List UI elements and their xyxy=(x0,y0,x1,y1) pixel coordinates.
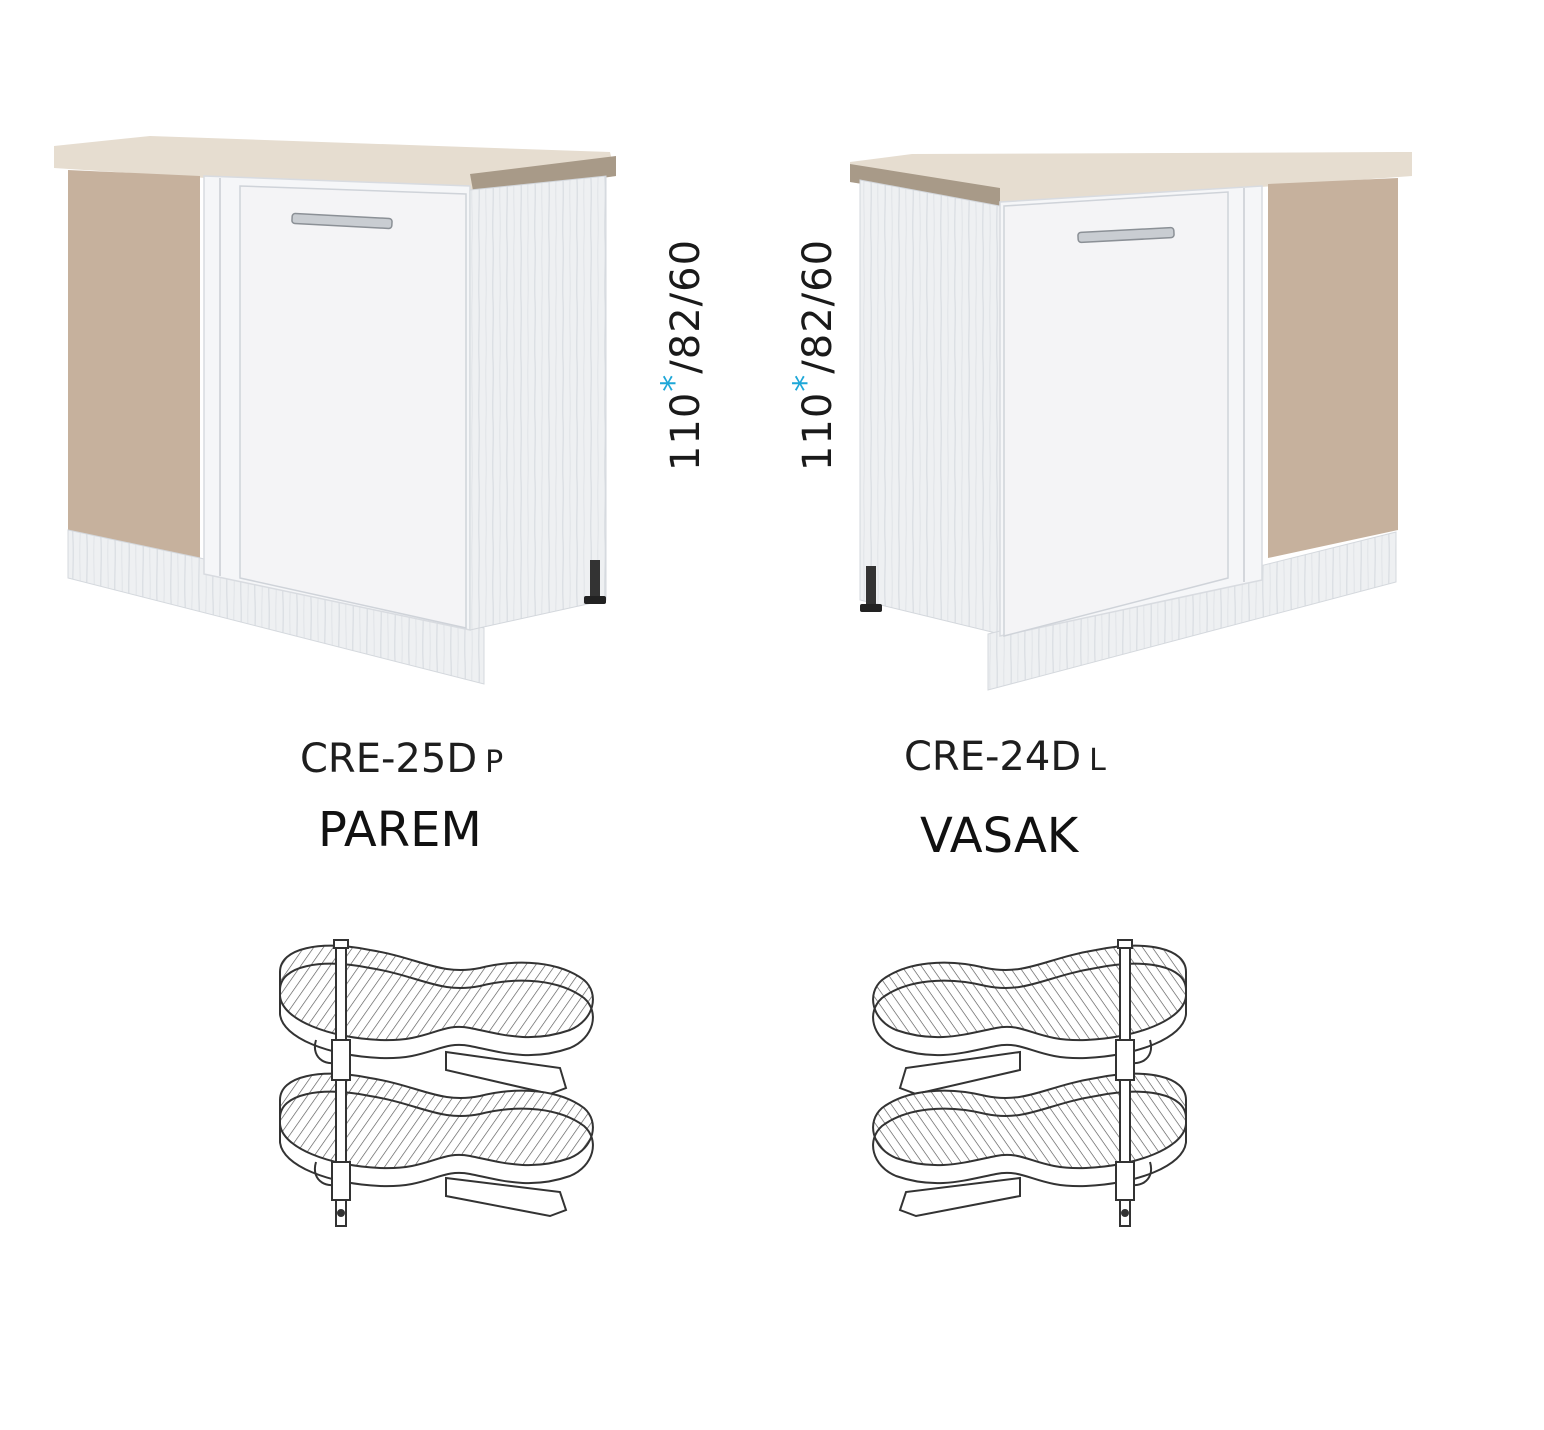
dimension-main: 110 xyxy=(795,391,841,472)
basket-left-pole xyxy=(331,939,351,1227)
countertop-right-edge xyxy=(850,164,1000,206)
door-right xyxy=(1003,191,1229,637)
product-code: CRE-25D xyxy=(300,736,478,782)
side-panel-left xyxy=(68,170,200,560)
dimension-rest: /82/60 xyxy=(795,238,841,374)
dimension-label-left: 110*/82/60 xyxy=(649,205,709,505)
handle-left xyxy=(291,212,393,230)
basket-right-tier-bottom xyxy=(872,1072,1187,1218)
leg-right xyxy=(866,566,876,610)
dimension-label-right: 110*/82/60 xyxy=(781,205,841,505)
dimension-main: 110 xyxy=(663,391,709,472)
carcass-side-left xyxy=(469,175,607,631)
carcass-side-right xyxy=(859,179,1001,635)
product-side-name-right: VASAK xyxy=(920,808,1079,864)
handle-right xyxy=(1077,226,1175,244)
dimension-star: * xyxy=(654,373,694,392)
cabinet-left-illustration xyxy=(54,136,616,685)
leg-left xyxy=(590,560,600,604)
cabinet-right-illustration xyxy=(850,152,1412,691)
door-left xyxy=(239,185,467,629)
basket-right-pole xyxy=(1115,939,1135,1227)
product-code: CRE-24D xyxy=(904,734,1082,780)
basket-left-tier-bottom xyxy=(279,1072,594,1218)
plinth-left xyxy=(67,529,485,685)
product-side-name-left: PAREM xyxy=(318,802,482,858)
dimension-rest: /82/60 xyxy=(663,238,709,374)
basket-left-illustration xyxy=(279,939,594,1227)
side-panel-right xyxy=(1268,178,1398,558)
basket-right-tier-top xyxy=(872,944,1187,1096)
basket-left-tier-top xyxy=(279,944,594,1096)
dimension-star: * xyxy=(786,373,826,392)
basket-right-illustration xyxy=(872,939,1187,1227)
product-code-suffix: P xyxy=(485,745,504,780)
product-code-suffix: L xyxy=(1089,743,1106,778)
